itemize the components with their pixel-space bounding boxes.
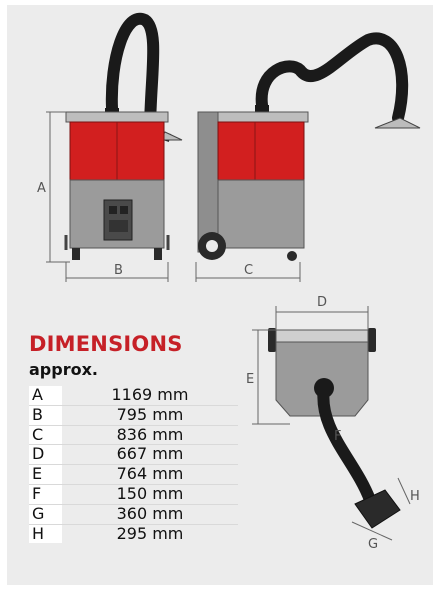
top-view [252, 306, 411, 541]
table-row: A 1169 mm [29, 385, 238, 406]
dimensions-subheading: approx. [29, 360, 98, 379]
dimension-value: 764 mm [62, 464, 238, 485]
dimension-key: E [29, 464, 62, 485]
table-row: E 764 mm [29, 464, 238, 485]
dimension-value: 667 mm [62, 444, 238, 465]
dim-label-h: H [410, 489, 420, 504]
dim-label-a: A [37, 181, 46, 196]
dimensions-heading: DIMENSIONS [29, 332, 183, 356]
dimension-value: 295 mm [62, 523, 238, 544]
dim-label-g: G [368, 537, 378, 552]
dimension-key: F [29, 483, 62, 505]
side-view [195, 32, 421, 282]
dimension-value: 360 mm [62, 503, 238, 525]
table-row: D 667 mm [29, 444, 238, 465]
dim-label-c: C [244, 263, 253, 278]
table-row: F 150 mm [29, 483, 238, 505]
dimension-value: 150 mm [62, 483, 238, 505]
dim-label-b: B [114, 263, 123, 278]
dimensions-table: A 1169 mm B 795 mm C 836 mm D 667 mm E 7… [29, 385, 238, 544]
dim-label-d: D [317, 295, 327, 310]
dimension-key: G [29, 503, 62, 525]
dim-label-e: E [246, 372, 254, 387]
table-row: G 360 mm [29, 503, 238, 525]
table-row: C 836 mm [29, 424, 238, 445]
dimension-value: 1169 mm [62, 385, 238, 406]
table-row: H 295 mm [29, 523, 238, 544]
dimension-key: B [29, 404, 62, 426]
dimension-key: H [29, 523, 62, 544]
dim-label-f: F [334, 429, 341, 444]
dimension-value: 795 mm [62, 404, 238, 426]
dimension-value: 836 mm [62, 424, 238, 445]
dimension-key: A [29, 385, 62, 406]
table-row: B 795 mm [29, 404, 238, 426]
front-view [46, 12, 183, 282]
dimension-key: D [29, 444, 62, 465]
dimension-key: C [29, 424, 62, 445]
